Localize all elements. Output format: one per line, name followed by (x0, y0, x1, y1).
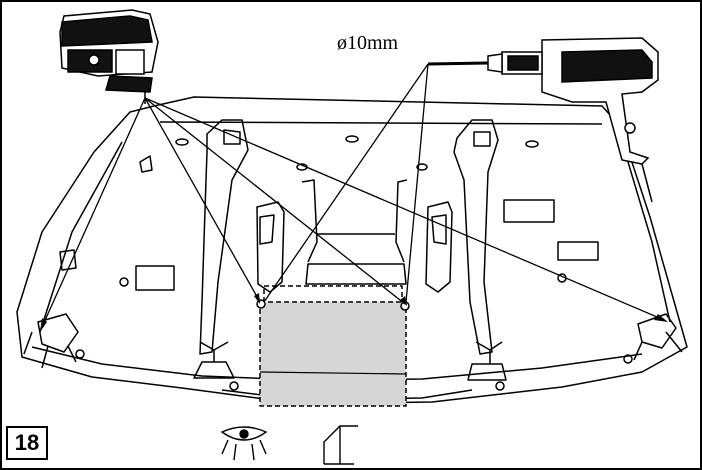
right-rib (453, 119, 499, 355)
right-corner-pad (633, 313, 683, 361)
cut-edge-icon (323, 425, 358, 465)
step-number-badge: 18 (6, 426, 48, 460)
jigsaw-icon (59, 9, 159, 104)
hole-diameter-label: ø10mm (337, 32, 399, 54)
left-rib (199, 119, 249, 355)
eye-inspect-icon (220, 426, 268, 461)
left-corner-pad (23, 313, 79, 369)
center-tunnel (256, 201, 285, 293)
cut-area (259, 301, 407, 407)
undertray-inner-edge (39, 121, 671, 333)
drill-icon (427, 37, 659, 203)
